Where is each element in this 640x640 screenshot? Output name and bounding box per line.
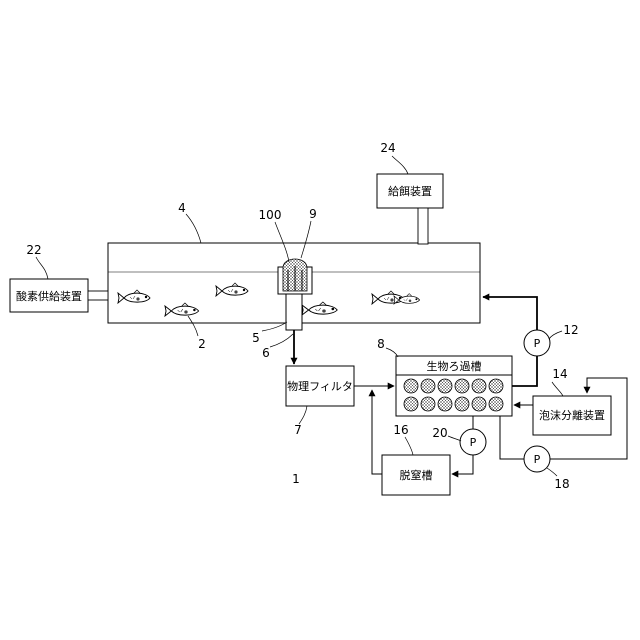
denitrification-label: 脱窒槽 [400,468,433,482]
ref-6: 6 [262,346,270,360]
foam-loop [500,416,524,459]
ref-12: 12 [563,323,578,337]
foam-separator-label: 泡沫分離装置 [539,408,605,422]
pump-20: P [460,429,486,455]
bio-filter-unit: 生物ろ過槽 [396,356,512,416]
ref-5: 5 [252,331,260,345]
ref-2: 2 [198,337,206,351]
ref-8: 8 [377,337,385,351]
return-line [512,356,537,386]
ref-1: 1 [292,472,300,486]
denitrification-unit: 脱窒槽 [382,455,450,495]
ref-20: 20 [432,426,447,440]
oxygen-supply-label: 酸素供給装置 [16,289,82,303]
ref-22: 22 [26,243,41,257]
physical-filter-label: 物理フィルタ [287,379,353,393]
ref-9: 9 [309,207,317,221]
feeder-label: 給餌装置 [388,184,432,198]
physical-filter-unit: 物理フィルタ [286,366,354,406]
feeder-pipe [418,208,428,244]
svg-text:P: P [534,337,541,350]
svg-text:P: P [534,453,541,466]
svg-text:P: P [470,436,477,449]
pump-18: P [524,446,550,472]
denit-return [372,390,382,474]
ref-14: 14 [552,367,567,381]
oxygen-pipe [88,291,108,300]
ref-24: 24 [380,141,395,155]
ref-4: 4 [178,201,186,215]
pump-12: P [524,330,550,356]
ref-100: 100 [259,208,282,222]
ref-7: 7 [294,423,302,437]
ref-18: 18 [554,477,569,491]
oxygen-supply-unit: 酸素供給装置 [10,279,108,312]
foam-separator-unit: 泡沫分離装置 [533,396,611,435]
feeder-unit: 給餌装置 [377,174,443,244]
ref-16: 16 [393,423,408,437]
intake-pipe-5 [286,294,302,330]
denit-inlet [452,455,473,474]
return-line-upper [483,297,537,330]
bio-filter-label: 生物ろ過槽 [427,359,482,373]
